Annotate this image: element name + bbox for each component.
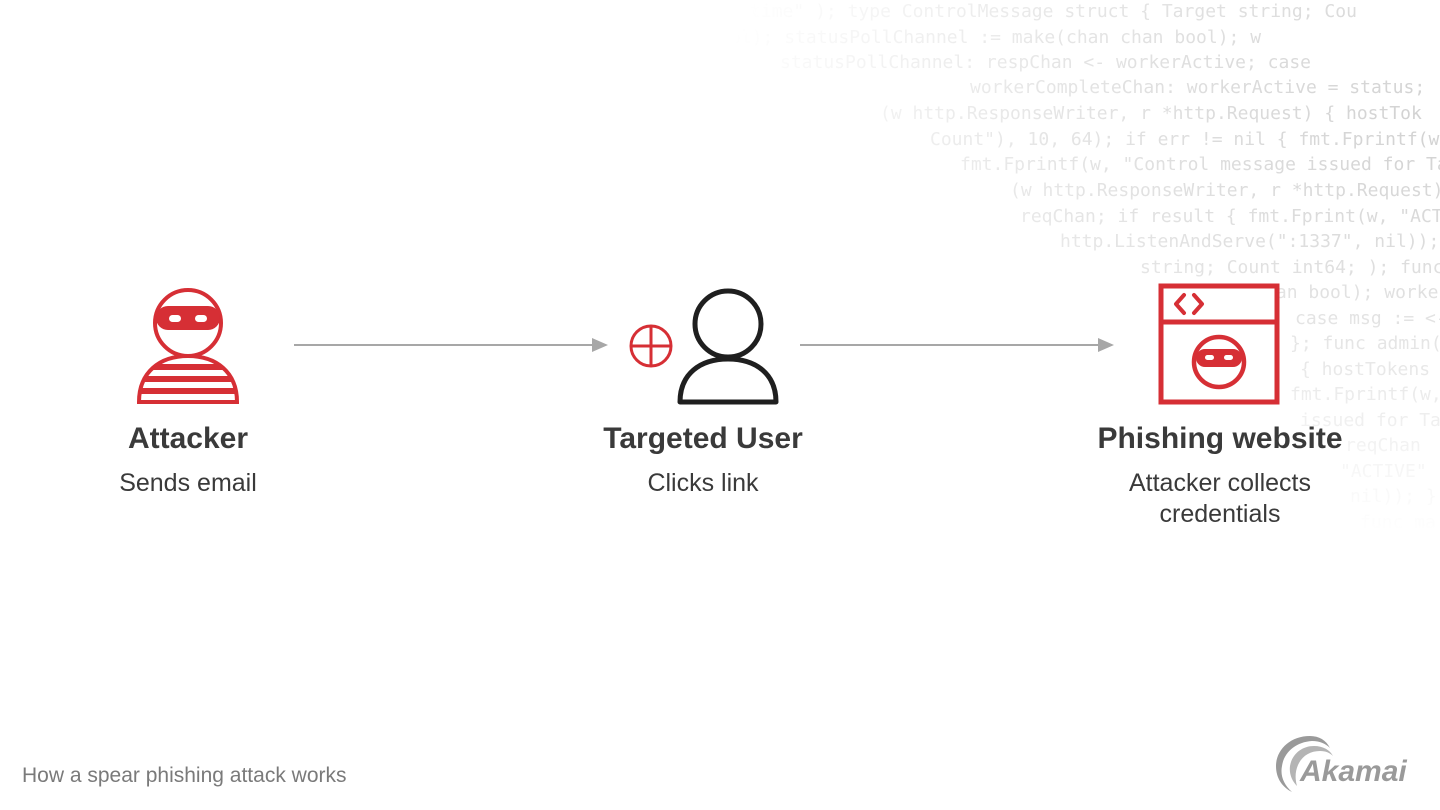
attacker-subtitle: Sends email (119, 469, 257, 497)
flow-arrow-attacker-to-user (294, 338, 608, 352)
akamai-logo (1276, 736, 1333, 792)
attacker-title: Attacker (127, 422, 249, 455)
crosshair-icon (629, 324, 673, 368)
phishing-website-subtitle-line2: credentials (1159, 500, 1281, 528)
akamai-logo-text: Akamai (1300, 755, 1407, 788)
phishing-website-icon (1158, 283, 1280, 405)
attacker-icon (136, 288, 240, 404)
phishing-website-subtitle-line1: Attacker collects (1128, 469, 1311, 497)
figure-caption: How a spear phishing attack works (22, 764, 347, 787)
phishing-website-title: Phishing website (1097, 422, 1343, 455)
flow-arrow-user-to-website (800, 338, 1114, 352)
targeted-user-title: Targeted User (603, 422, 803, 455)
user-icon (677, 288, 779, 405)
targeted-user-subtitle: Clicks link (647, 469, 759, 497)
